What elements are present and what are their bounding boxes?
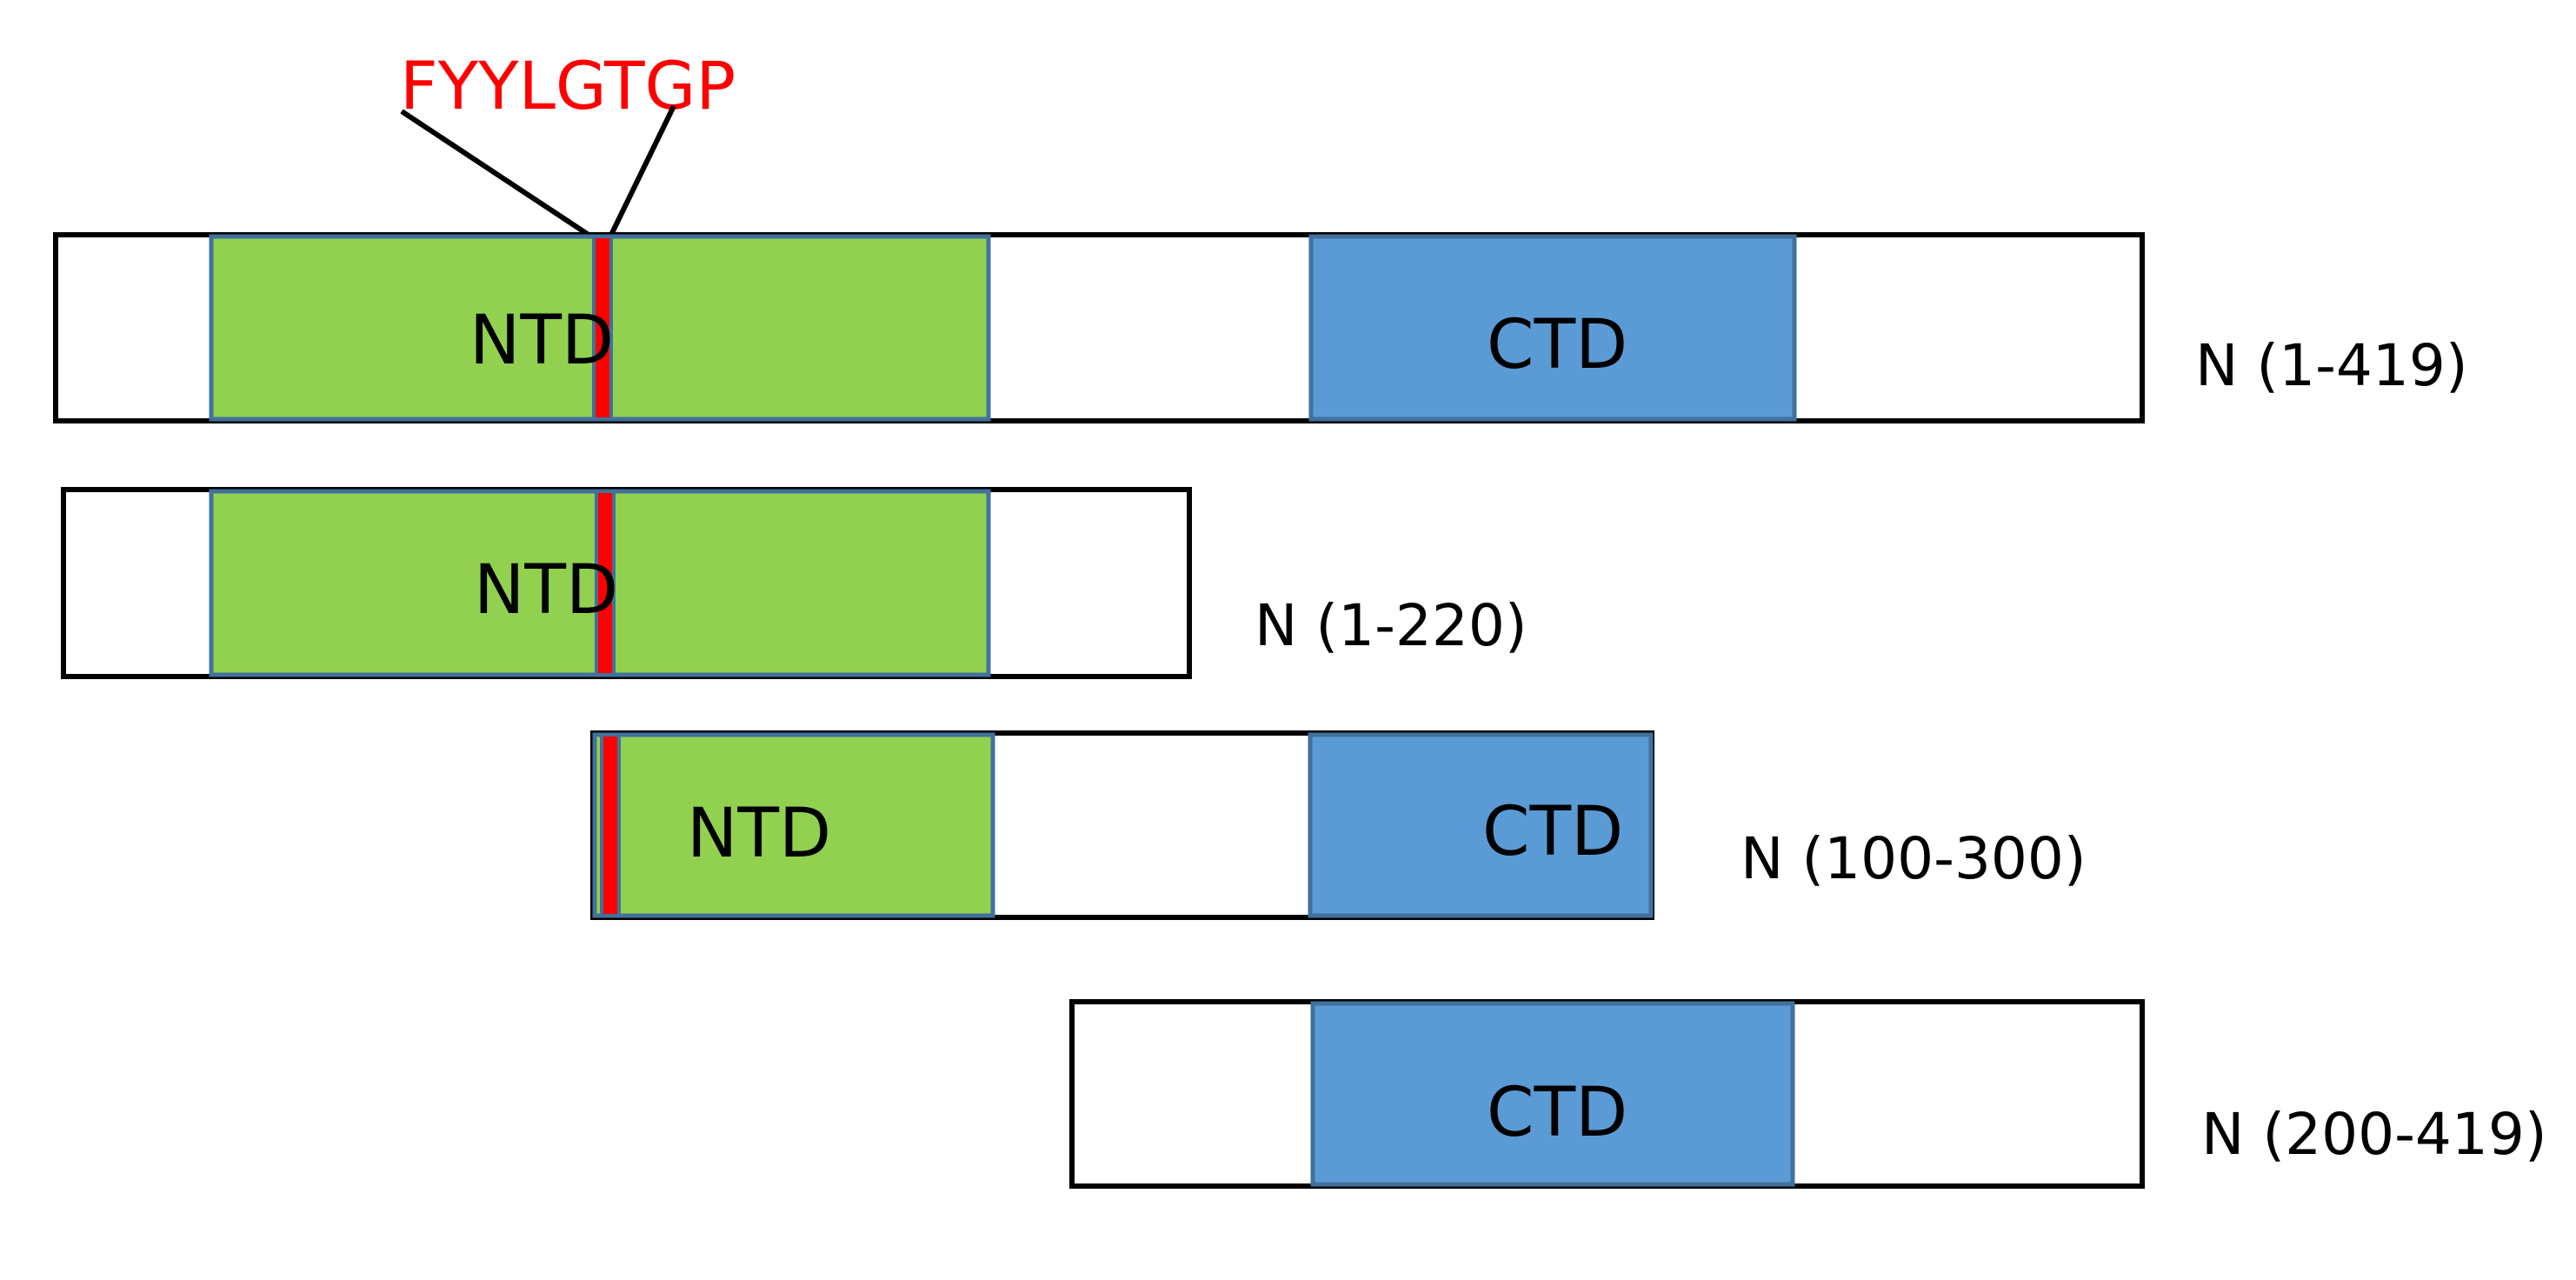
ctd-domain bbox=[1308, 234, 1797, 422]
ctd-domain bbox=[1310, 1001, 1795, 1187]
ntd-domain bbox=[592, 732, 995, 918]
construct-row-100-300: NTD CTD N (100-300) bbox=[590, 730, 2087, 920]
motif-leader-line-right bbox=[609, 104, 676, 237]
ntd-label: NTD bbox=[687, 795, 831, 873]
ctd-label: CTD bbox=[1487, 1074, 1627, 1152]
motif-leader-line-left bbox=[400, 109, 590, 237]
ctd-label: CTD bbox=[1487, 306, 1627, 384]
motif-marker bbox=[595, 490, 616, 677]
motif-label: FYYLGTGP bbox=[400, 47, 736, 124]
construct-label: N (1-220) bbox=[1255, 592, 1528, 659]
construct-label: N (200-419) bbox=[2201, 1101, 2547, 1168]
ntd-label: NTD bbox=[474, 551, 618, 630]
construct-row-200-419: CTD N (200-419) bbox=[1069, 999, 2547, 1189]
ctd-domain bbox=[1308, 732, 1654, 918]
ctd-label: CTD bbox=[1482, 793, 1623, 871]
construct-label: N (1-419) bbox=[2195, 332, 2468, 399]
motif-marker bbox=[600, 733, 621, 917]
construct-label: N (100-300) bbox=[1741, 825, 2087, 892]
construct-row-1-220: NTD N (1-220) bbox=[61, 487, 1528, 679]
construct-row-1-419: NTD CTD N (1-419) bbox=[53, 232, 2468, 423]
ntd-label: NTD bbox=[469, 302, 614, 380]
motif-marker bbox=[592, 235, 613, 421]
